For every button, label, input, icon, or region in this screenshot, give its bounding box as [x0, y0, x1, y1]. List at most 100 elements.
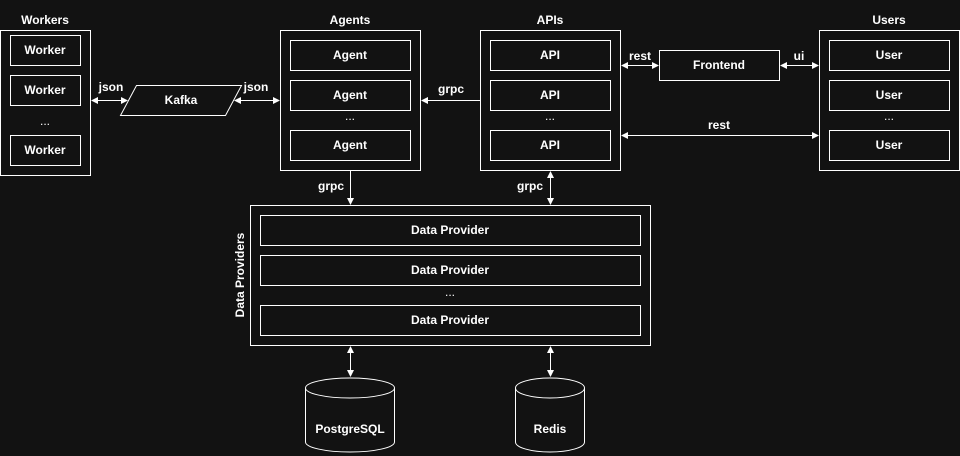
arrowhead-right	[652, 62, 659, 69]
user-label: User	[876, 48, 903, 62]
worker-label: Worker	[24, 83, 65, 97]
api-node: API	[490, 130, 611, 161]
frontend-node: Frontend	[659, 50, 780, 81]
agent-label: Agent	[333, 88, 367, 102]
agent-node: Agent	[290, 40, 411, 71]
user-node: User	[829, 40, 950, 71]
arrowhead-down	[347, 370, 354, 377]
data-provider-label: Data Provider	[411, 223, 489, 237]
frontend-box	[659, 50, 780, 81]
apis-ellipsis: ...	[545, 109, 555, 123]
edge-frontend-users: ui	[780, 49, 819, 69]
data-providers-ellipsis: ...	[445, 285, 455, 299]
worker-node: Worker	[10, 75, 81, 106]
worker-node: Worker	[10, 135, 81, 166]
arrowhead-left	[780, 62, 787, 69]
kafka-node: Kafka	[119, 85, 243, 116]
redis-cylinder-body	[515, 388, 585, 453]
edge-apis-dataproviders: grpc	[517, 171, 554, 205]
arrowhead-left	[621, 62, 628, 69]
api-box	[490, 130, 611, 161]
apis-title: APIs	[537, 13, 564, 27]
worker-box	[10, 135, 81, 166]
workers-title: Workers	[21, 13, 69, 27]
arrowhead-left	[234, 97, 241, 104]
postgresql-label: PostgreSQL	[315, 422, 384, 436]
api-label: API	[540, 48, 560, 62]
arrowhead-up	[547, 171, 554, 178]
workers-ellipsis: ...	[40, 114, 50, 128]
kafka-shape	[119, 85, 243, 116]
user-label: User	[876, 88, 903, 102]
edge-apis-frontend: rest	[621, 49, 659, 69]
edge-label-rest: rest	[708, 118, 730, 132]
user-node: User	[829, 130, 950, 161]
user-box	[829, 80, 950, 111]
edge-apis-agents: grpc	[421, 82, 480, 104]
arrowhead-left	[621, 132, 628, 139]
api-node: API	[490, 40, 611, 71]
kafka-label: Kafka	[165, 93, 198, 107]
arrowhead-right	[273, 97, 280, 104]
postgresql-database: PostgreSQL	[305, 377, 395, 453]
data-providers-title: Data Providers	[233, 232, 247, 317]
data-provider-node: Data Provider	[260, 215, 641, 246]
worker-node: Worker	[10, 35, 81, 66]
worker-box	[10, 75, 81, 106]
edge-dataproviders-redis	[547, 346, 554, 377]
users-ellipsis: ...	[884, 109, 894, 123]
edge-kafka-agents: json	[234, 80, 280, 104]
postgresql-cylinder-top	[305, 377, 395, 399]
agents-title: Agents	[330, 13, 371, 27]
edge-label-grpc: grpc	[438, 82, 464, 96]
api-box	[490, 40, 611, 71]
edge-label-grpc: grpc	[318, 179, 344, 193]
workers-group: Workers Worker Worker ... Worker	[0, 13, 91, 176]
edge-label-rest: rest	[629, 49, 651, 63]
agent-box	[290, 40, 411, 71]
data-providers-group: Data Providers Data Provider Data Provid…	[233, 205, 651, 346]
data-provider-box	[260, 255, 641, 286]
api-label: API	[540, 138, 560, 152]
edge-apis-users: rest	[621, 118, 819, 139]
frontend-label: Frontend	[693, 58, 745, 72]
user-label: User	[876, 138, 903, 152]
arrowhead-left	[421, 97, 428, 104]
arrowhead-right	[812, 132, 819, 139]
data-provider-label: Data Provider	[411, 313, 489, 327]
apis-group: APIs API API ... API	[480, 13, 621, 171]
edge-label-ui: ui	[794, 49, 805, 63]
edge-label-json: json	[98, 80, 124, 94]
agents-group: Agents Agent Agent ... Agent	[280, 13, 421, 171]
arrowhead-left	[91, 97, 98, 104]
worker-label: Worker	[24, 43, 65, 57]
arrowhead-right	[121, 97, 128, 104]
redis-cylinder-top	[515, 377, 585, 399]
user-box	[829, 40, 950, 71]
api-node: API	[490, 80, 611, 111]
user-node: User	[829, 80, 950, 111]
arrowhead-down	[347, 198, 354, 205]
agent-node: Agent	[290, 80, 411, 111]
data-provider-box	[260, 305, 641, 336]
arrowhead-right	[812, 62, 819, 69]
edge-workers-kafka: json	[91, 80, 128, 104]
arrowhead-up	[547, 346, 554, 353]
redis-label: Redis	[534, 422, 567, 436]
api-label: API	[540, 88, 560, 102]
edge-label-grpc: grpc	[517, 179, 543, 193]
data-provider-node: Data Provider	[260, 305, 641, 336]
edge-dataproviders-postgresql	[347, 346, 354, 377]
postgresql-cylinder-body	[305, 388, 395, 453]
arrowhead-up	[347, 346, 354, 353]
user-box	[829, 130, 950, 161]
agent-box	[290, 80, 411, 111]
users-title: Users	[872, 13, 906, 27]
api-box	[490, 80, 611, 111]
data-provider-node: Data Provider	[260, 255, 641, 286]
edge-agents-dataproviders: grpc	[318, 171, 354, 205]
arrowhead-down	[547, 198, 554, 205]
worker-label: Worker	[24, 143, 65, 157]
users-group: Users User User ... User	[819, 13, 960, 171]
